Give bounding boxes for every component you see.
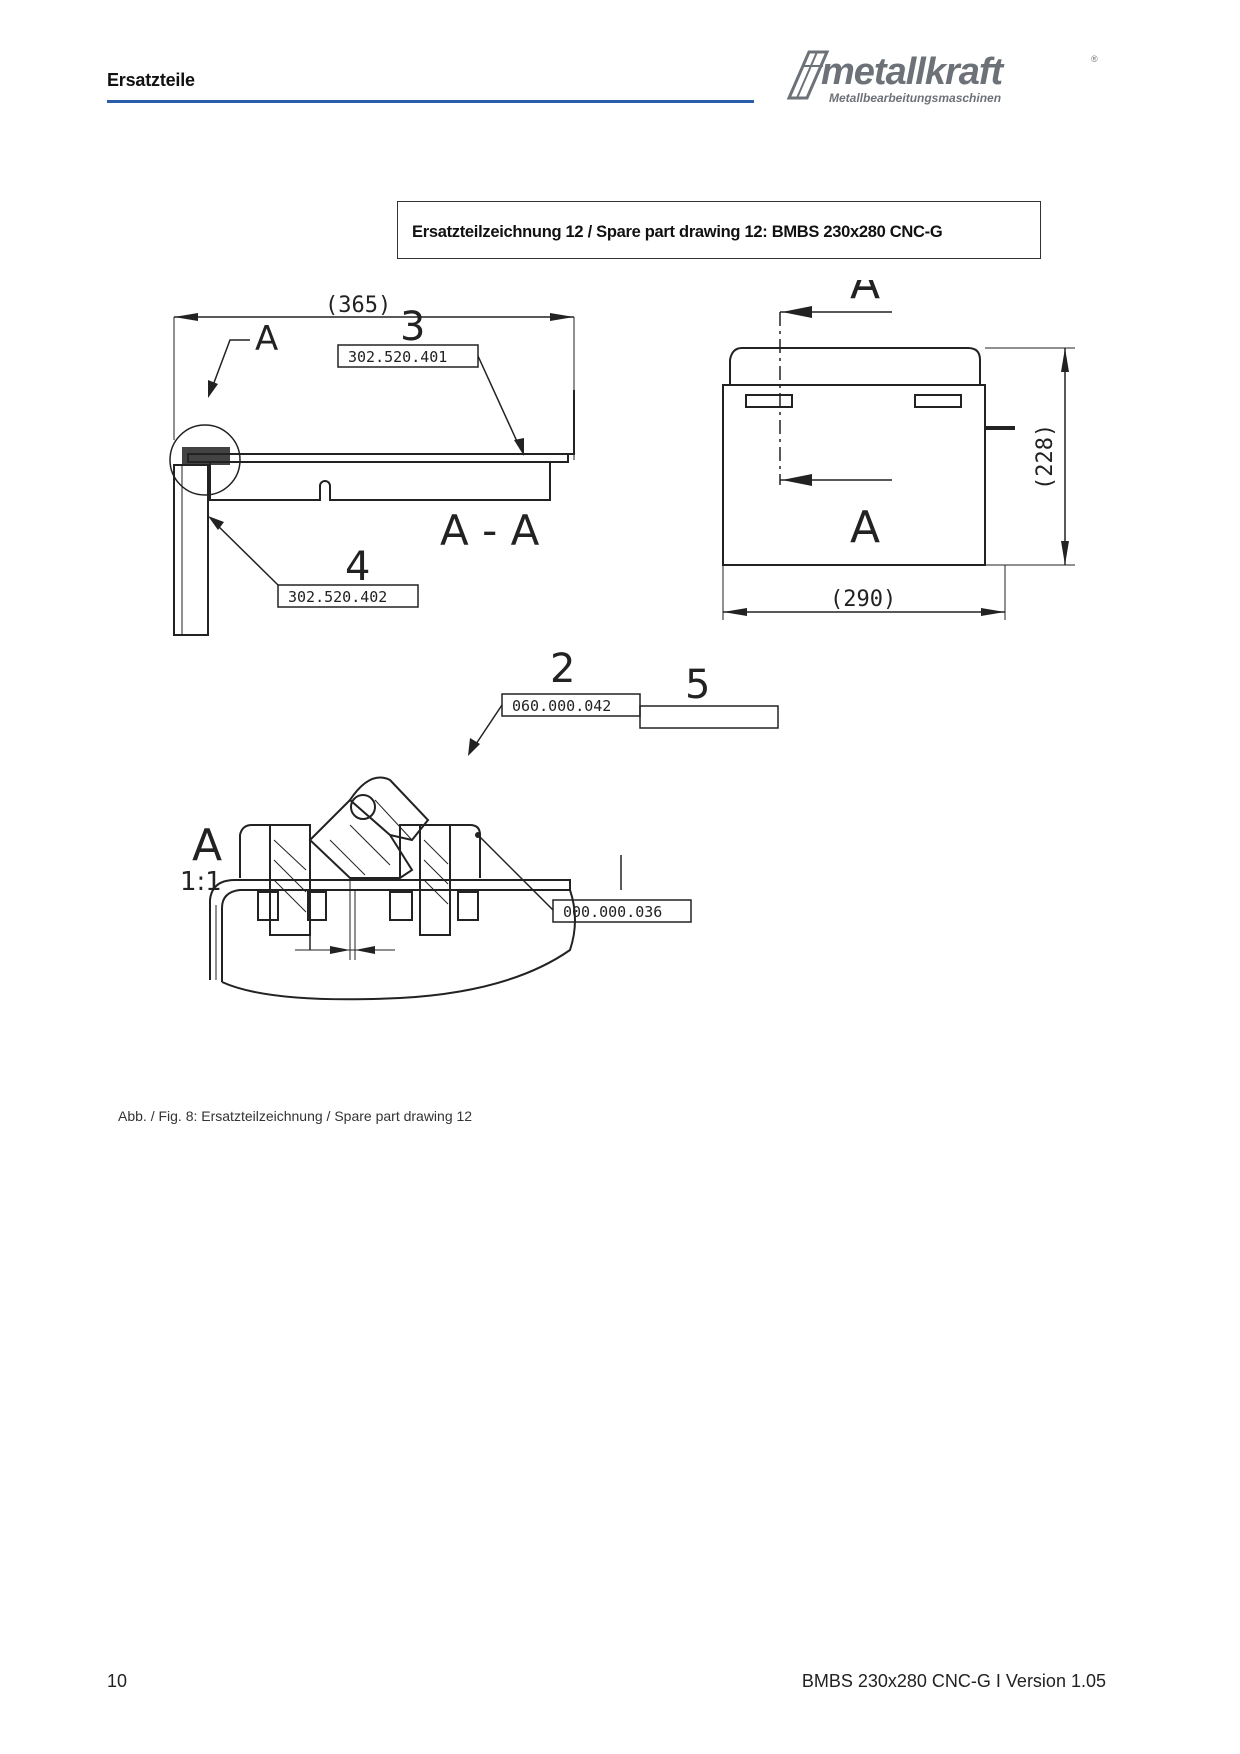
section-view-aa: (365) A 3 302.520.401 4 302.520.402 A - … (169, 293, 575, 636)
pos-5-label: 5 (685, 662, 710, 708)
svg-text:®: ® (1091, 54, 1098, 64)
drawing-title-box: Ersatzteilzeichnung 12 / Spare part draw… (397, 201, 1041, 259)
front-view: A A (228) (290) (722, 280, 1075, 620)
figure-caption: Abb. / Fig. 8: Ersatzteilzeichnung / Spa… (118, 1108, 473, 1124)
detail-scale: 1:1 (180, 867, 222, 897)
part-302-520-402: 302.520.402 (288, 588, 387, 606)
detail-mark-a: A (255, 319, 278, 359)
brand-subtitle: Metallbearbeitungsmaschinen (829, 91, 1001, 105)
dim-228: (228) (1033, 424, 1058, 490)
part-302-520-401: 302.520.401 (348, 348, 447, 366)
header-divider (107, 100, 754, 103)
page-number: 10 (107, 1671, 128, 1691)
part-060-000-042: 060.000.042 (512, 697, 611, 715)
spare-part-drawing: (365) A 3 302.520.401 4 302.520.402 A - … (169, 280, 1075, 1001)
section-label-aa: A - A (440, 506, 540, 555)
pos-3-label: 3 (400, 304, 425, 350)
section-title: Ersatzteile (107, 70, 195, 90)
pos-2-label: 2 (550, 646, 575, 692)
section-mark-a-top: A (850, 280, 880, 309)
pos-4-label: 4 (345, 544, 370, 590)
part-000-000-036: 000.000.036 (563, 903, 662, 921)
detail-label-a: A (192, 820, 222, 871)
metallkraft-logo: metallkraft Metallbearbeitungsmaschinen … (786, 50, 1098, 105)
brand-wordmark: metallkraft (821, 51, 1005, 93)
document-version: BMBS 230x280 CNC-G I Version 1.05 (801, 1671, 1106, 1691)
section-mark-a-bottom: A (850, 502, 880, 553)
drawing-title: Ersatzteilzeichnung 12 / Spare part draw… (412, 223, 943, 241)
detail-view-a: A 1:1 2 (180, 646, 779, 1001)
dim-365: (365) (325, 293, 391, 318)
dim-290: (290) (830, 587, 896, 612)
